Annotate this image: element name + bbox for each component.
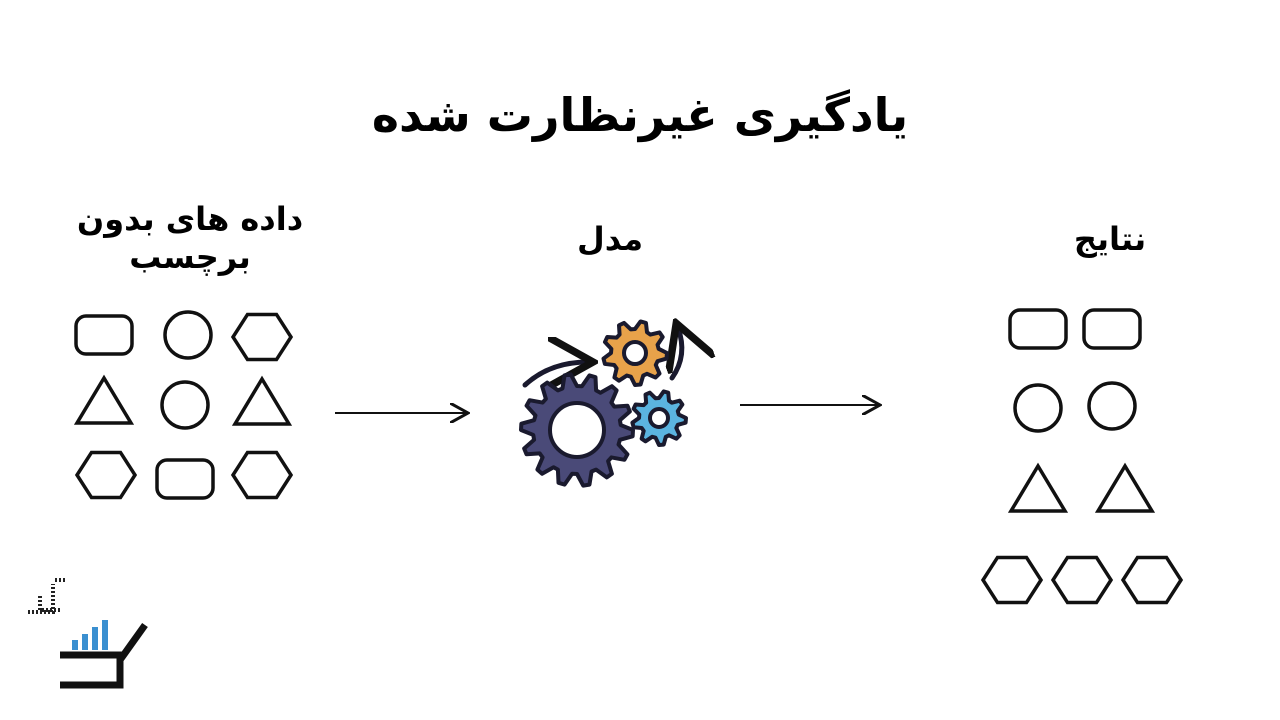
logo: [28, 578, 148, 689]
rounded-rect-shape: [74, 314, 134, 356]
page-title: یادگیری غیرنظارت شده: [371, 88, 909, 142]
circle-shape: [160, 380, 210, 430]
blue-gear-hole: [648, 407, 670, 429]
circle-shape: [1087, 381, 1137, 431]
orange-gear-hole: [622, 340, 648, 366]
circle-shape: [163, 310, 213, 360]
rounded-rect-shape: [1008, 308, 1068, 350]
triangle-shape: [1094, 462, 1156, 513]
hexagon-shape: [980, 555, 1044, 605]
hexagon-shape: [230, 312, 294, 362]
output-heading: نتایج: [1073, 220, 1147, 258]
rounded-rect-shape: [1082, 308, 1142, 350]
triangle-shape: [73, 374, 135, 425]
hexagon-shape: [74, 450, 138, 500]
model-heading: مدل: [576, 220, 644, 258]
input-heading: داده های بدون برچسب: [76, 200, 304, 276]
hexagon-shape: [230, 450, 294, 500]
hexagon-shape: [1050, 555, 1114, 605]
large-gear-hole: [548, 401, 606, 459]
circle-shape: [1013, 383, 1063, 433]
hexagon-shape: [1120, 555, 1184, 605]
triangle-shape: [231, 375, 293, 426]
rounded-rect-shape: [155, 458, 215, 500]
gears-icon: [519, 321, 686, 488]
triangle-shape: [1007, 462, 1069, 513]
